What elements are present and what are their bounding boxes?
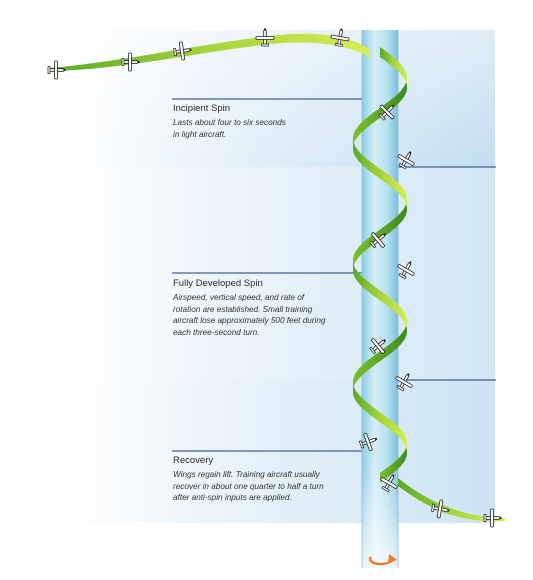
phase-dividers [172, 98, 496, 452]
phase-description: Wings regain lift. Training aircraft usu… [173, 470, 324, 502]
phase-title: Fully Developed Spin [173, 278, 263, 289]
phase-incipient: Incipient Spin Lasts about four to six s… [173, 103, 286, 140]
spin-helix-ribbon [353, 47, 407, 483]
airplane-icon [47, 60, 67, 80]
phase-developed: Fully Developed Spin Airspeed, vertical … [173, 278, 325, 338]
helix-segment-back [380, 442, 407, 483]
phase-bands [70, 30, 495, 523]
helix-segment-front [353, 139, 407, 210]
phase-title: Recovery [173, 455, 214, 466]
helix-segment-front [353, 261, 407, 331]
band-developed [70, 167, 495, 380]
helix-segment-front [380, 47, 407, 88]
phase-title: Incipient Spin [173, 103, 231, 114]
phase-description: Lasts about four to six seconds in light… [173, 118, 286, 139]
rotation-arrow-icon [368, 554, 397, 566]
phase-description: Airspeed, vertical speed, and rate of ro… [173, 293, 326, 337]
helix-segment-back [353, 321, 407, 392]
helix-segment-front [353, 382, 407, 452]
phase-recovery: Recovery Wings regain lift. Training air… [173, 455, 324, 504]
helix-segment-back [353, 78, 407, 149]
helix-segment-back [353, 200, 407, 270]
